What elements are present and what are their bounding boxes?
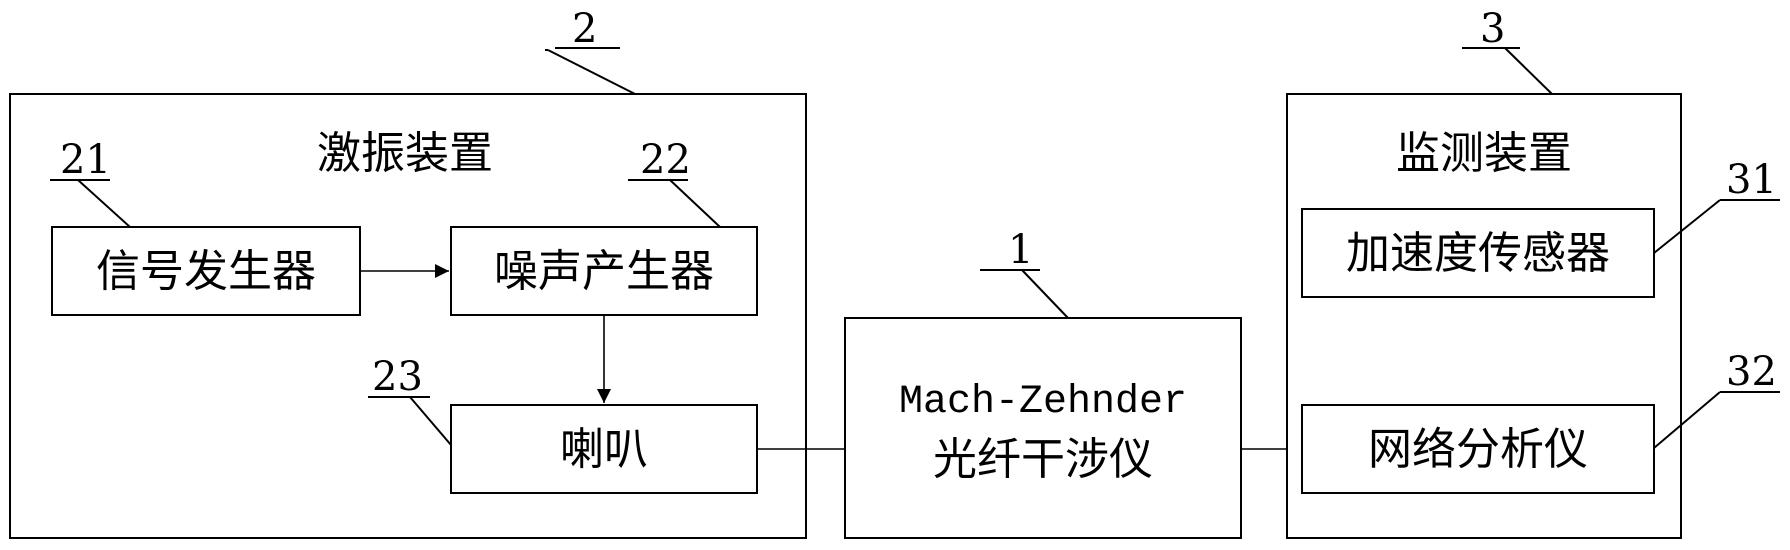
accelerometer-ref-number: 31 (1726, 157, 1777, 203)
speaker-label: 喇叭 (560, 424, 648, 475)
network-analyzer-label: 网络分析仪 (1368, 424, 1588, 475)
interferometer-ref-number: 1 (1008, 227, 1033, 273)
noise-generator-ref-number: 22 (640, 137, 691, 183)
monitor-title: 监测装置 (1396, 128, 1572, 179)
exciter-ref-number: 2 (572, 6, 597, 52)
network-analyzer-ref-number: 32 (1726, 349, 1777, 395)
accelerometer-label: 加速度传感器 (1346, 228, 1610, 279)
exciter-ref-leader (548, 50, 635, 94)
monitor-ref-number: 3 (1480, 6, 1505, 52)
exciter-title: 激振装置 (317, 128, 493, 179)
interferometer-label-line1: Mach-Zehnder (899, 380, 1187, 425)
noise-generator-label: 噪声产生器 (494, 246, 714, 297)
signal-generator-label: 信号发生器 (96, 246, 316, 297)
interferometer-ref-leader (1022, 270, 1068, 318)
signal-generator-ref-number: 21 (60, 137, 111, 183)
interferometer-box (845, 318, 1241, 538)
interferometer-label-line2: 光纤干涉仪 (933, 434, 1153, 485)
speaker-ref-number: 23 (372, 354, 423, 400)
monitor-ref-leader (1505, 48, 1552, 94)
